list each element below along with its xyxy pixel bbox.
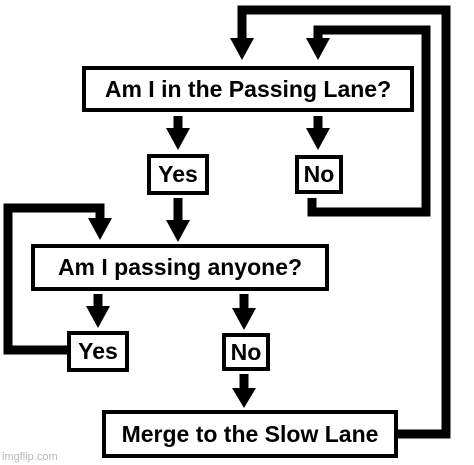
loop-merge-to-start bbox=[237, 5, 451, 439]
arrowhead-no2-merge bbox=[232, 388, 256, 408]
loop-yes-to-question2 bbox=[3, 203, 105, 355]
arrowhead-start-inner bbox=[306, 38, 330, 60]
question-passing-anyone-text: Am I passing anyone? bbox=[57, 254, 303, 280]
loop-no-to-start bbox=[307, 25, 431, 217]
arrowhead-q1-yes bbox=[166, 128, 190, 150]
arrowhead-start-outer bbox=[230, 38, 254, 60]
answer-yes-text-1: Yes bbox=[158, 161, 198, 187]
action-merge-text: Merge to the Slow Lane bbox=[121, 420, 379, 447]
answer-no-box-1: No bbox=[295, 155, 343, 194]
answer-no-text-1: No bbox=[303, 161, 335, 187]
arrowhead-yes1-q2 bbox=[166, 220, 190, 242]
answer-no-text-2: No bbox=[230, 338, 262, 365]
answer-yes-box-2: Yes bbox=[67, 331, 129, 372]
question-passing-anyone-box: Am I passing anyone? bbox=[31, 244, 329, 291]
answer-yes-box-1: Yes bbox=[147, 154, 209, 195]
answer-yes-text-2: Yes bbox=[78, 338, 118, 364]
arrowhead-q1-no bbox=[306, 128, 330, 150]
arrowhead-loop-q2 bbox=[88, 218, 112, 240]
watermark: imgflip.com bbox=[2, 451, 58, 463]
question-passing-lane-box: Am I in the Passing Lane? bbox=[82, 66, 414, 112]
answer-no-box-2: No bbox=[222, 333, 270, 371]
question-passing-lane-text: Am I in the Passing Lane? bbox=[104, 75, 392, 102]
arrowhead-q2-yes bbox=[86, 306, 110, 328]
arrowhead-q2-no bbox=[232, 308, 256, 330]
action-merge-box: Merge to the Slow Lane bbox=[102, 410, 398, 458]
